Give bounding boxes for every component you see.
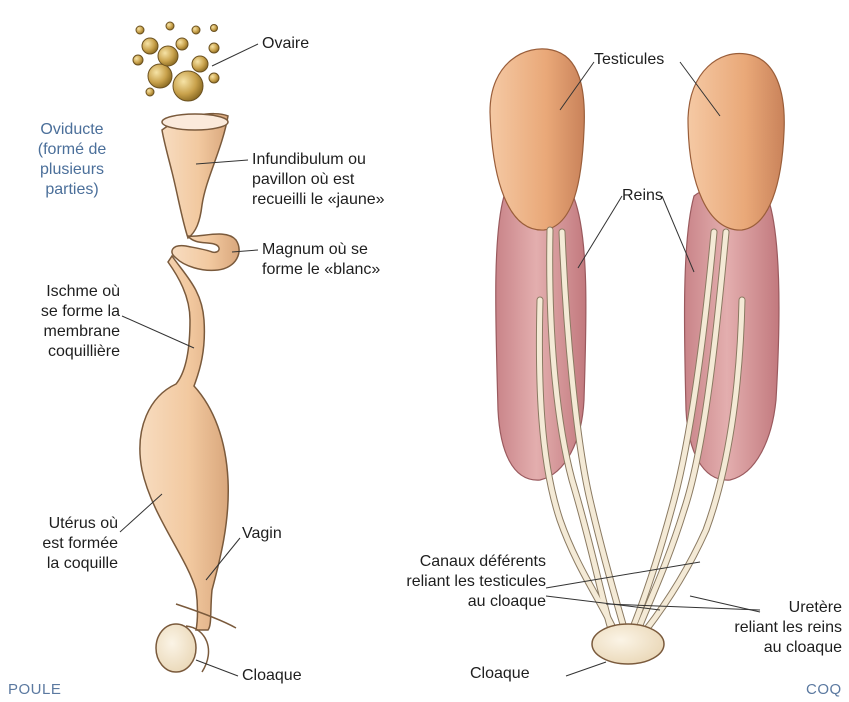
label-uterus: Utérus où est formée la coquille [4, 514, 118, 574]
caption-poule: POULE [8, 680, 61, 700]
label-infundibulum: Infundibulum ou pavillon où est recueill… [252, 150, 385, 210]
oviduct [140, 114, 239, 630]
label-isthme: Ischme où se forme la membrane coquilliè… [4, 282, 120, 362]
label-canaux-deferents: Canaux déférents reliant les testicules … [336, 552, 546, 612]
label-ovaire: Ovaire [262, 34, 309, 54]
rooster-cloaca [592, 624, 664, 664]
label-reins: Reins [622, 186, 663, 206]
label-oviducte: Oviducte (formé de plusieurs parties) [10, 120, 134, 200]
label-vagin: Vagin [242, 524, 282, 544]
label-uretere: Uretère reliant les reins au cloaque [684, 598, 842, 658]
label-hen-cloaque: Cloaque [242, 666, 302, 686]
label-testicules: Testicules [594, 50, 664, 70]
hen-cloaca [156, 604, 236, 672]
label-rooster-cloaque: Cloaque [470, 664, 530, 684]
label-magnum: Magnum où se forme le «blanc» [262, 240, 380, 280]
ovary-cluster [133, 22, 219, 101]
caption-coq: COQ [806, 680, 842, 700]
